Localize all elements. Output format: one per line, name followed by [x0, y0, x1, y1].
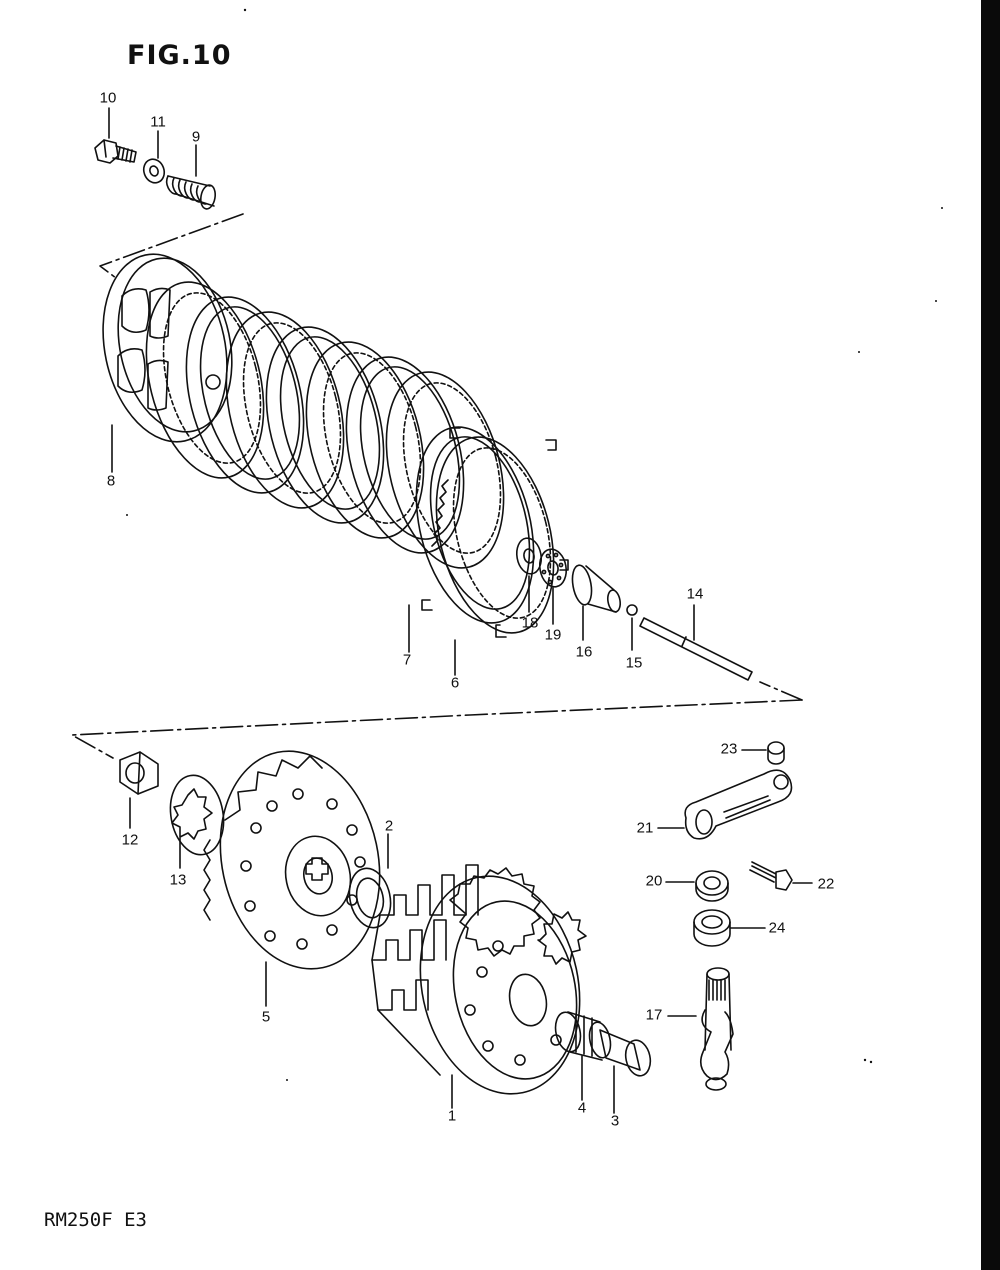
- friction-plate-3: [287, 330, 442, 551]
- callout-16: 16: [575, 643, 593, 661]
- callout-6: 6: [450, 674, 460, 692]
- push-rod-part-14: [640, 618, 752, 680]
- ball-part-15: [627, 605, 637, 615]
- callout-12: 12: [121, 831, 139, 849]
- friction-plate-4: [367, 360, 522, 581]
- callout-2: 2: [384, 817, 394, 835]
- washer-part-2: [344, 864, 396, 931]
- callout-3: 3: [610, 1112, 620, 1130]
- callout-18: 18: [521, 614, 539, 632]
- callout-13: 13: [169, 871, 187, 889]
- release-shaft-part-17: [701, 968, 733, 1090]
- steel-plate-3: [327, 345, 482, 566]
- callout-8: 8: [106, 472, 116, 490]
- clutch-housing-part-1: [372, 861, 599, 1109]
- figure-title: FIG.10: [127, 40, 232, 71]
- model-code: RM250F E3: [44, 1209, 147, 1231]
- washer-part-18: [514, 536, 544, 576]
- plug-part-23: [768, 742, 784, 764]
- callout-9: 9: [191, 128, 201, 146]
- callout-21: 21: [636, 819, 654, 837]
- callout-7: 7: [402, 651, 412, 669]
- thrust-bearing-part-19: [537, 547, 569, 589]
- callout-11: 11: [150, 113, 166, 131]
- pressure-plate-part-8: [87, 243, 248, 454]
- scan-edge-bar: [981, 0, 1000, 1270]
- nut-part-12: [120, 752, 158, 794]
- needle-bearing-part-24: [694, 910, 730, 946]
- callout-14: 14: [686, 585, 704, 603]
- washer-part-11: [140, 156, 167, 185]
- oil-seal-part-20: [696, 871, 728, 901]
- clutch-plate-stack: [127, 270, 572, 646]
- friction-plate-2: [207, 300, 362, 521]
- callout-24: 24: [768, 919, 786, 937]
- spring-part-9: [167, 176, 217, 210]
- callout-4: 4: [577, 1099, 587, 1117]
- callout-22: 22: [817, 875, 835, 893]
- callout-1: 1: [447, 1107, 457, 1125]
- callout-5: 5: [261, 1008, 271, 1026]
- callout-17: 17: [645, 1006, 663, 1024]
- bolt-part-10: [95, 140, 136, 163]
- callout-15: 15: [625, 654, 643, 672]
- lock-washer-part-13: [164, 771, 229, 859]
- spacer-part-4: [552, 1010, 613, 1060]
- sleeve-hub-part-5: [201, 736, 399, 984]
- bushing-part-3: [600, 1030, 653, 1078]
- callout-19: 19: [544, 626, 562, 644]
- callout-20: 20: [645, 872, 663, 890]
- release-rod-part-16: [570, 564, 622, 613]
- bolt-part-22: [750, 862, 792, 890]
- callout-10: 10: [99, 89, 117, 107]
- release-lever-part-21: [685, 770, 791, 839]
- callout-23: 23: [720, 740, 738, 758]
- friction-plate-5: [417, 425, 572, 646]
